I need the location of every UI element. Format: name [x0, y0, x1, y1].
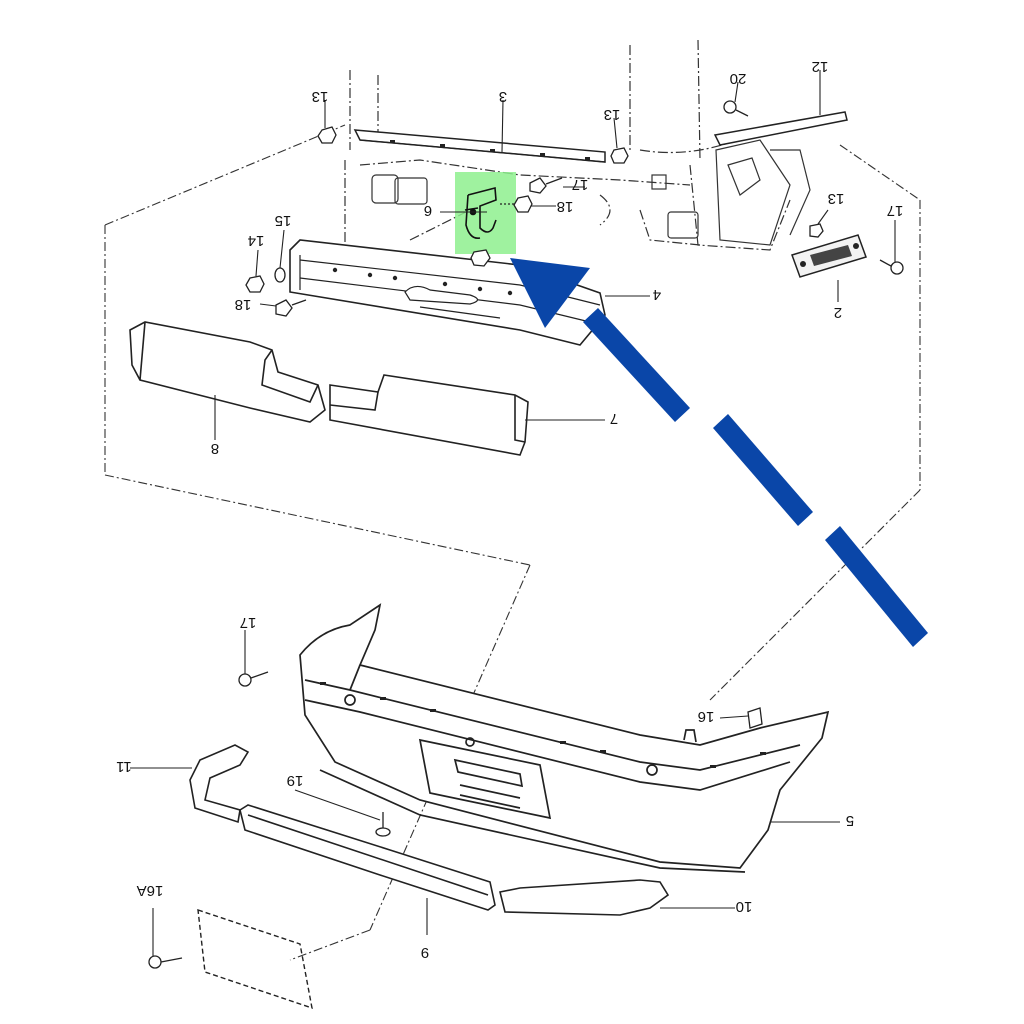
leader-lines [130, 70, 896, 956]
part-9-trim [239, 804, 496, 911]
pointer-arrow [510, 258, 928, 647]
callout-13c: 13 [828, 190, 845, 207]
callout-10: 10 [736, 898, 753, 915]
callout-18a: 18 [557, 198, 574, 215]
callout-16A: 16A [137, 882, 164, 899]
part-5-bumper-cover [299, 603, 830, 873]
callout-17a: 17 [572, 176, 589, 193]
callout-18b: 18 [235, 296, 252, 313]
callout-17c: 17 [240, 614, 257, 631]
fasteners [148, 100, 904, 969]
callout-labels: 13 3 13 20 12 17 6 18 13 17 15 14 18 4 2… [116, 58, 903, 961]
part-12-trim-strip [713, 111, 848, 146]
callout-20: 20 [730, 70, 747, 87]
callout-3: 3 [499, 88, 507, 105]
callout-14: 14 [248, 232, 265, 249]
callout-12: 12 [812, 58, 829, 75]
callout-16: 16 [698, 708, 715, 725]
part-10-trim [499, 879, 670, 916]
part-7-absorber [329, 374, 529, 456]
callout-17b: 17 [887, 202, 904, 219]
part-4-reinforcement-beam [289, 239, 606, 346]
callout-9: 9 [421, 944, 429, 961]
callout-6: 6 [424, 202, 432, 219]
callout-4: 4 [653, 286, 661, 303]
callout-11: 11 [116, 758, 132, 775]
callout-8: 8 [211, 440, 219, 457]
callout-15: 15 [275, 212, 292, 229]
callout-5: 5 [846, 812, 854, 829]
part-5-slots [320, 682, 766, 768]
callout-2: 2 [834, 304, 842, 321]
callout-13a: 13 [312, 88, 329, 105]
callout-7: 7 [610, 410, 618, 427]
callout-19: 19 [287, 772, 304, 789]
part-8-absorber [129, 321, 326, 423]
part-2-bracket [791, 234, 867, 278]
part-6-highlight [455, 172, 516, 254]
part-11-trim [189, 744, 250, 824]
license-plate-bracket [197, 908, 313, 1010]
body-panel-details [371, 139, 811, 246]
callout-13b: 13 [604, 106, 621, 123]
part-6-bracket [464, 186, 497, 240]
part-3-rail [353, 129, 606, 163]
